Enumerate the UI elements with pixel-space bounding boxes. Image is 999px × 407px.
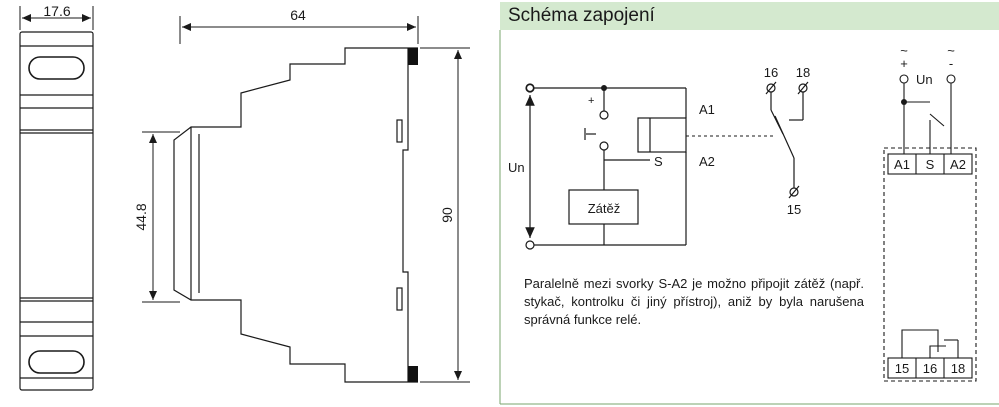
ac-right-symbol: ~ <box>947 43 955 58</box>
wiring-circuit <box>525 83 687 250</box>
side-view <box>173 47 418 383</box>
changeover-contact <box>765 81 809 199</box>
terminal-a1-label: A1 <box>699 102 715 117</box>
width-dimension <box>19 6 94 30</box>
terminal-top-a2: A2 <box>950 157 966 172</box>
ac-left-symbol: ~ <box>900 43 908 58</box>
wiring-note: Paralelně mezi svorky S-A2 je možno přip… <box>524 276 864 327</box>
length-label: 64 <box>290 7 306 23</box>
height-label: 90 <box>439 207 455 223</box>
load-label: Zátěž <box>588 201 621 216</box>
terminal-bottom-16: 16 <box>923 361 937 376</box>
terminal-top-a1: A1 <box>894 157 910 172</box>
front-view <box>19 31 94 391</box>
height-dimension <box>420 47 470 383</box>
terminal-diagram <box>883 74 977 382</box>
schema-frame <box>499 30 999 405</box>
terminal-bottom-18: 18 <box>951 361 965 376</box>
length-dimension <box>179 16 419 44</box>
din-clip-top <box>408 48 418 65</box>
terminal-un-label: Un <box>916 72 933 87</box>
contact-18-label: 18 <box>796 65 810 80</box>
minus-symbol: - <box>949 56 953 71</box>
plus-symbol: + <box>900 56 908 71</box>
terminal-s-label: S <box>654 154 663 169</box>
plus-label: + <box>588 95 594 107</box>
contact-15-label: 15 <box>787 202 801 217</box>
terminal-a2-label: A2 <box>699 154 715 169</box>
supply-label: Un <box>508 160 525 175</box>
supply-terminal-top <box>525 83 535 93</box>
width-label: 17.6 <box>43 3 70 19</box>
contact-16-label: 16 <box>764 65 778 80</box>
din-clip-bottom <box>408 366 418 382</box>
din-height-label: 44.8 <box>133 203 149 230</box>
junction-dot <box>601 85 607 91</box>
terminal-junction-dot <box>901 99 907 105</box>
din-height-dimension <box>142 131 180 303</box>
schema-title: Schéma zapojení <box>500 2 999 30</box>
terminal-bottom-15: 15 <box>895 361 909 376</box>
terminal-top-s: S <box>926 157 935 172</box>
